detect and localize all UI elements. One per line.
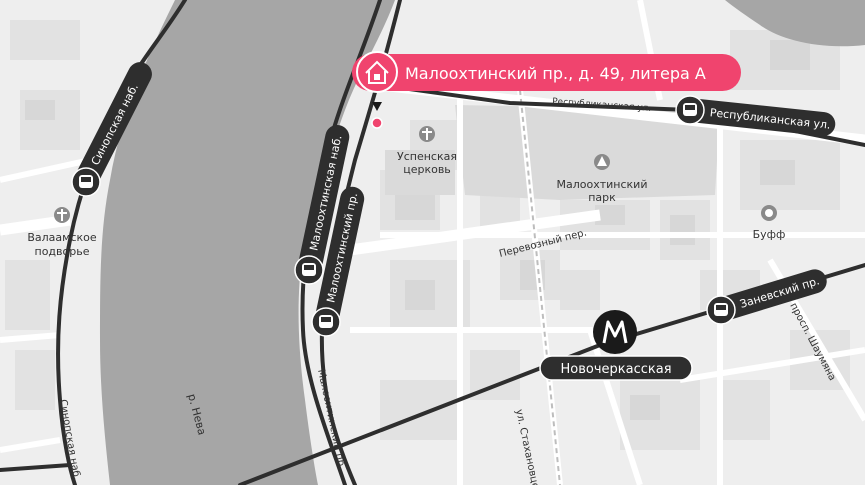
metro-label-pill (539, 355, 693, 381)
building-shapes (25, 40, 810, 420)
address-callout[interactable]: Малоохтинский пр., д. 49, литера А (352, 51, 741, 129)
poi-valaam-podvorye[interactable]: Валаамское подворье (27, 207, 97, 258)
house-icon (365, 60, 389, 84)
poi-label-line2: подворье (35, 245, 90, 258)
metro-station-name: Новочеркасская (560, 362, 671, 377)
bus-icon[interactable] (675, 95, 705, 125)
church-area (385, 150, 455, 195)
bus-icon[interactable] (294, 255, 324, 285)
river-okhta (725, 0, 865, 47)
house-icon-bg (356, 51, 398, 93)
pin-pointer (372, 102, 382, 111)
poi-label: Буфф (753, 228, 786, 241)
address-pill (352, 54, 741, 91)
bus-icon[interactable] (311, 307, 341, 337)
river-neva (100, 0, 395, 485)
poi-label-line2: парк (588, 191, 616, 204)
bus-icon[interactable] (71, 167, 101, 197)
poi-label-line1: Успенская (397, 150, 457, 163)
building-blocks (5, 20, 850, 450)
address-label: Малоохтинский пр., д. 49, литера А (405, 64, 706, 83)
poi-label-line1: Валаамское (27, 231, 97, 244)
poi-uspenskaya-church[interactable]: Успенская церковь (397, 126, 457, 176)
spb-metro-icon (593, 310, 637, 354)
location-dot (371, 117, 383, 129)
bus-icon[interactable] (706, 295, 736, 325)
poi-label-line1: Малоохтинский (557, 178, 648, 191)
poi-buff-theatre[interactable]: Буфф (753, 205, 786, 241)
poi-malookhtinsky-park[interactable]: Малоохтинский парк (557, 154, 648, 204)
metro-station-marker[interactable]: Новочеркасская (539, 310, 693, 381)
railway (519, 89, 561, 485)
poi-label-line2: церковь (403, 163, 451, 176)
